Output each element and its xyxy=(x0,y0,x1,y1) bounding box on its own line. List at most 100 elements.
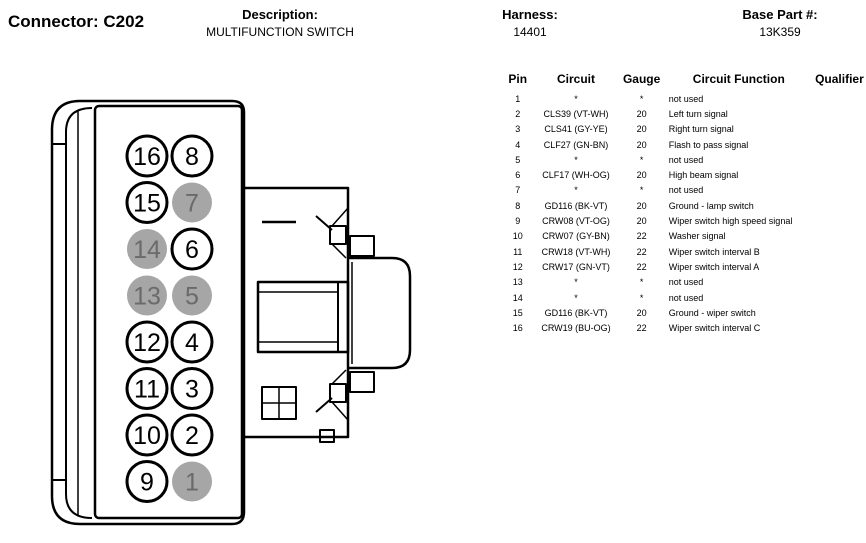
pin-cavity xyxy=(170,134,214,178)
circuit-function: Flash to pass signal xyxy=(668,139,749,150)
wire-gauge: 20 xyxy=(636,124,647,135)
connector-left-rail xyxy=(65,107,93,519)
qualifier xyxy=(813,152,866,167)
wire-gauge: 20 xyxy=(636,108,647,119)
pin-cavity-unused xyxy=(127,275,167,316)
qualifier xyxy=(813,275,866,290)
circuit-function: Wiper switch interval B xyxy=(668,246,760,257)
pin-number: 5 xyxy=(515,154,521,165)
wire-gauge: * xyxy=(639,292,644,303)
circuit-id: GD116 (BK-VT) xyxy=(544,307,608,318)
circuit-id: * xyxy=(574,185,578,196)
pin-number: 2 xyxy=(515,108,521,119)
qualifier xyxy=(813,183,866,198)
pin-cavity xyxy=(170,367,214,410)
circuit-id: CLS39 (VT-WH) xyxy=(543,108,609,119)
pin-number-label: 10 xyxy=(133,422,161,450)
connector-inner-body xyxy=(93,104,244,520)
latch-tab xyxy=(348,256,412,370)
pin-number: 12 xyxy=(512,261,523,272)
connector-title: Connector: C202 xyxy=(8,12,145,31)
circuit-id: * xyxy=(574,154,578,165)
pin-table-header: Pin Circuit Gauge Circuit Function Quali… xyxy=(502,72,866,91)
wire-gauge: 22 xyxy=(636,246,647,257)
qualifier xyxy=(813,106,866,121)
description-value: MULTIFUNCTION SWITCH xyxy=(206,25,354,39)
pin-table: Pin Circuit Gauge Circuit Function Quali… xyxy=(502,72,866,336)
circuit-id: GD116 (BK-VT) xyxy=(544,200,608,211)
table-row: 1**not used xyxy=(502,91,866,106)
col-header-qualifier: Qualifier xyxy=(815,72,864,86)
pin-number: 4 xyxy=(515,139,521,150)
pin-cavity xyxy=(125,460,169,503)
circuit-function: not used xyxy=(668,93,704,104)
circuit-function: not used xyxy=(668,185,704,196)
table-row: 14**not used xyxy=(502,290,866,305)
harness-label: Harness: xyxy=(502,7,558,22)
circuit-function: Wiper switch interval C xyxy=(668,323,761,334)
circuit-id: CRW18 (VT-WH) xyxy=(541,246,611,257)
description-label: Description: xyxy=(242,7,318,22)
pin-cavity xyxy=(170,227,214,271)
wire-gauge: * xyxy=(639,93,644,104)
pin-number-label: 7 xyxy=(185,190,199,218)
table-row: 11 CRW18 (VT-WH) 22 Wiper switch interval B xyxy=(502,244,866,259)
qualifier xyxy=(813,167,866,182)
qualifier xyxy=(813,213,866,228)
wire-gauge: 20 xyxy=(636,307,647,318)
pin-number: 13 xyxy=(512,277,523,288)
wire-gauge: 20 xyxy=(636,139,647,150)
pin-number: 9 xyxy=(515,216,521,227)
pin-number: 7 xyxy=(515,185,521,196)
pin-cavity xyxy=(170,320,214,364)
circuit-function: not used xyxy=(668,277,704,288)
wire-gauge: * xyxy=(639,154,644,165)
pin-cavity xyxy=(125,181,169,224)
qualifier xyxy=(813,259,866,274)
pin-cavity xyxy=(170,413,214,457)
pin-number: 15 xyxy=(512,307,523,318)
pin-number-label: 3 xyxy=(185,376,199,404)
circuit-id: * xyxy=(574,292,578,303)
pin-number-label: 5 xyxy=(185,283,199,311)
pin-number: 11 xyxy=(513,246,523,257)
pin-number-label: 15 xyxy=(133,190,161,218)
pin-number-label: 13 xyxy=(133,283,161,311)
pin-number: 14 xyxy=(512,292,523,303)
circuit-function: Ground - lamp switch xyxy=(668,200,754,211)
qualifier xyxy=(813,122,866,137)
pin-number-label: 1 xyxy=(185,469,199,497)
qualifier xyxy=(813,91,866,106)
qualifier xyxy=(813,137,866,152)
col-header-pin: Pin xyxy=(508,72,528,86)
circuit-id: CRW07 (GY-BN) xyxy=(542,231,610,242)
qualifier xyxy=(813,305,866,320)
circuit-id: CRW19 (BU-OG) xyxy=(541,323,611,334)
pin-cavity xyxy=(125,413,169,457)
wire-gauge: 22 xyxy=(636,323,647,334)
table-row: 13**not used xyxy=(502,275,866,290)
pin-number: 8 xyxy=(515,200,521,211)
circuit-function: Washer signal xyxy=(668,231,726,242)
pin-cavity-unused xyxy=(172,461,212,502)
base-part-label: Base Part #: xyxy=(742,7,818,22)
pin-number-label: 14 xyxy=(133,236,161,264)
pin-number-label: 12 xyxy=(133,329,161,357)
pin-number: 1 xyxy=(515,93,521,104)
pin-number-label: 6 xyxy=(185,236,199,264)
pin-number-label: 11 xyxy=(134,376,160,404)
connector-outer-shell xyxy=(50,99,246,526)
pin-number: 6 xyxy=(515,170,521,181)
col-header-circuit: Circuit xyxy=(557,72,596,86)
